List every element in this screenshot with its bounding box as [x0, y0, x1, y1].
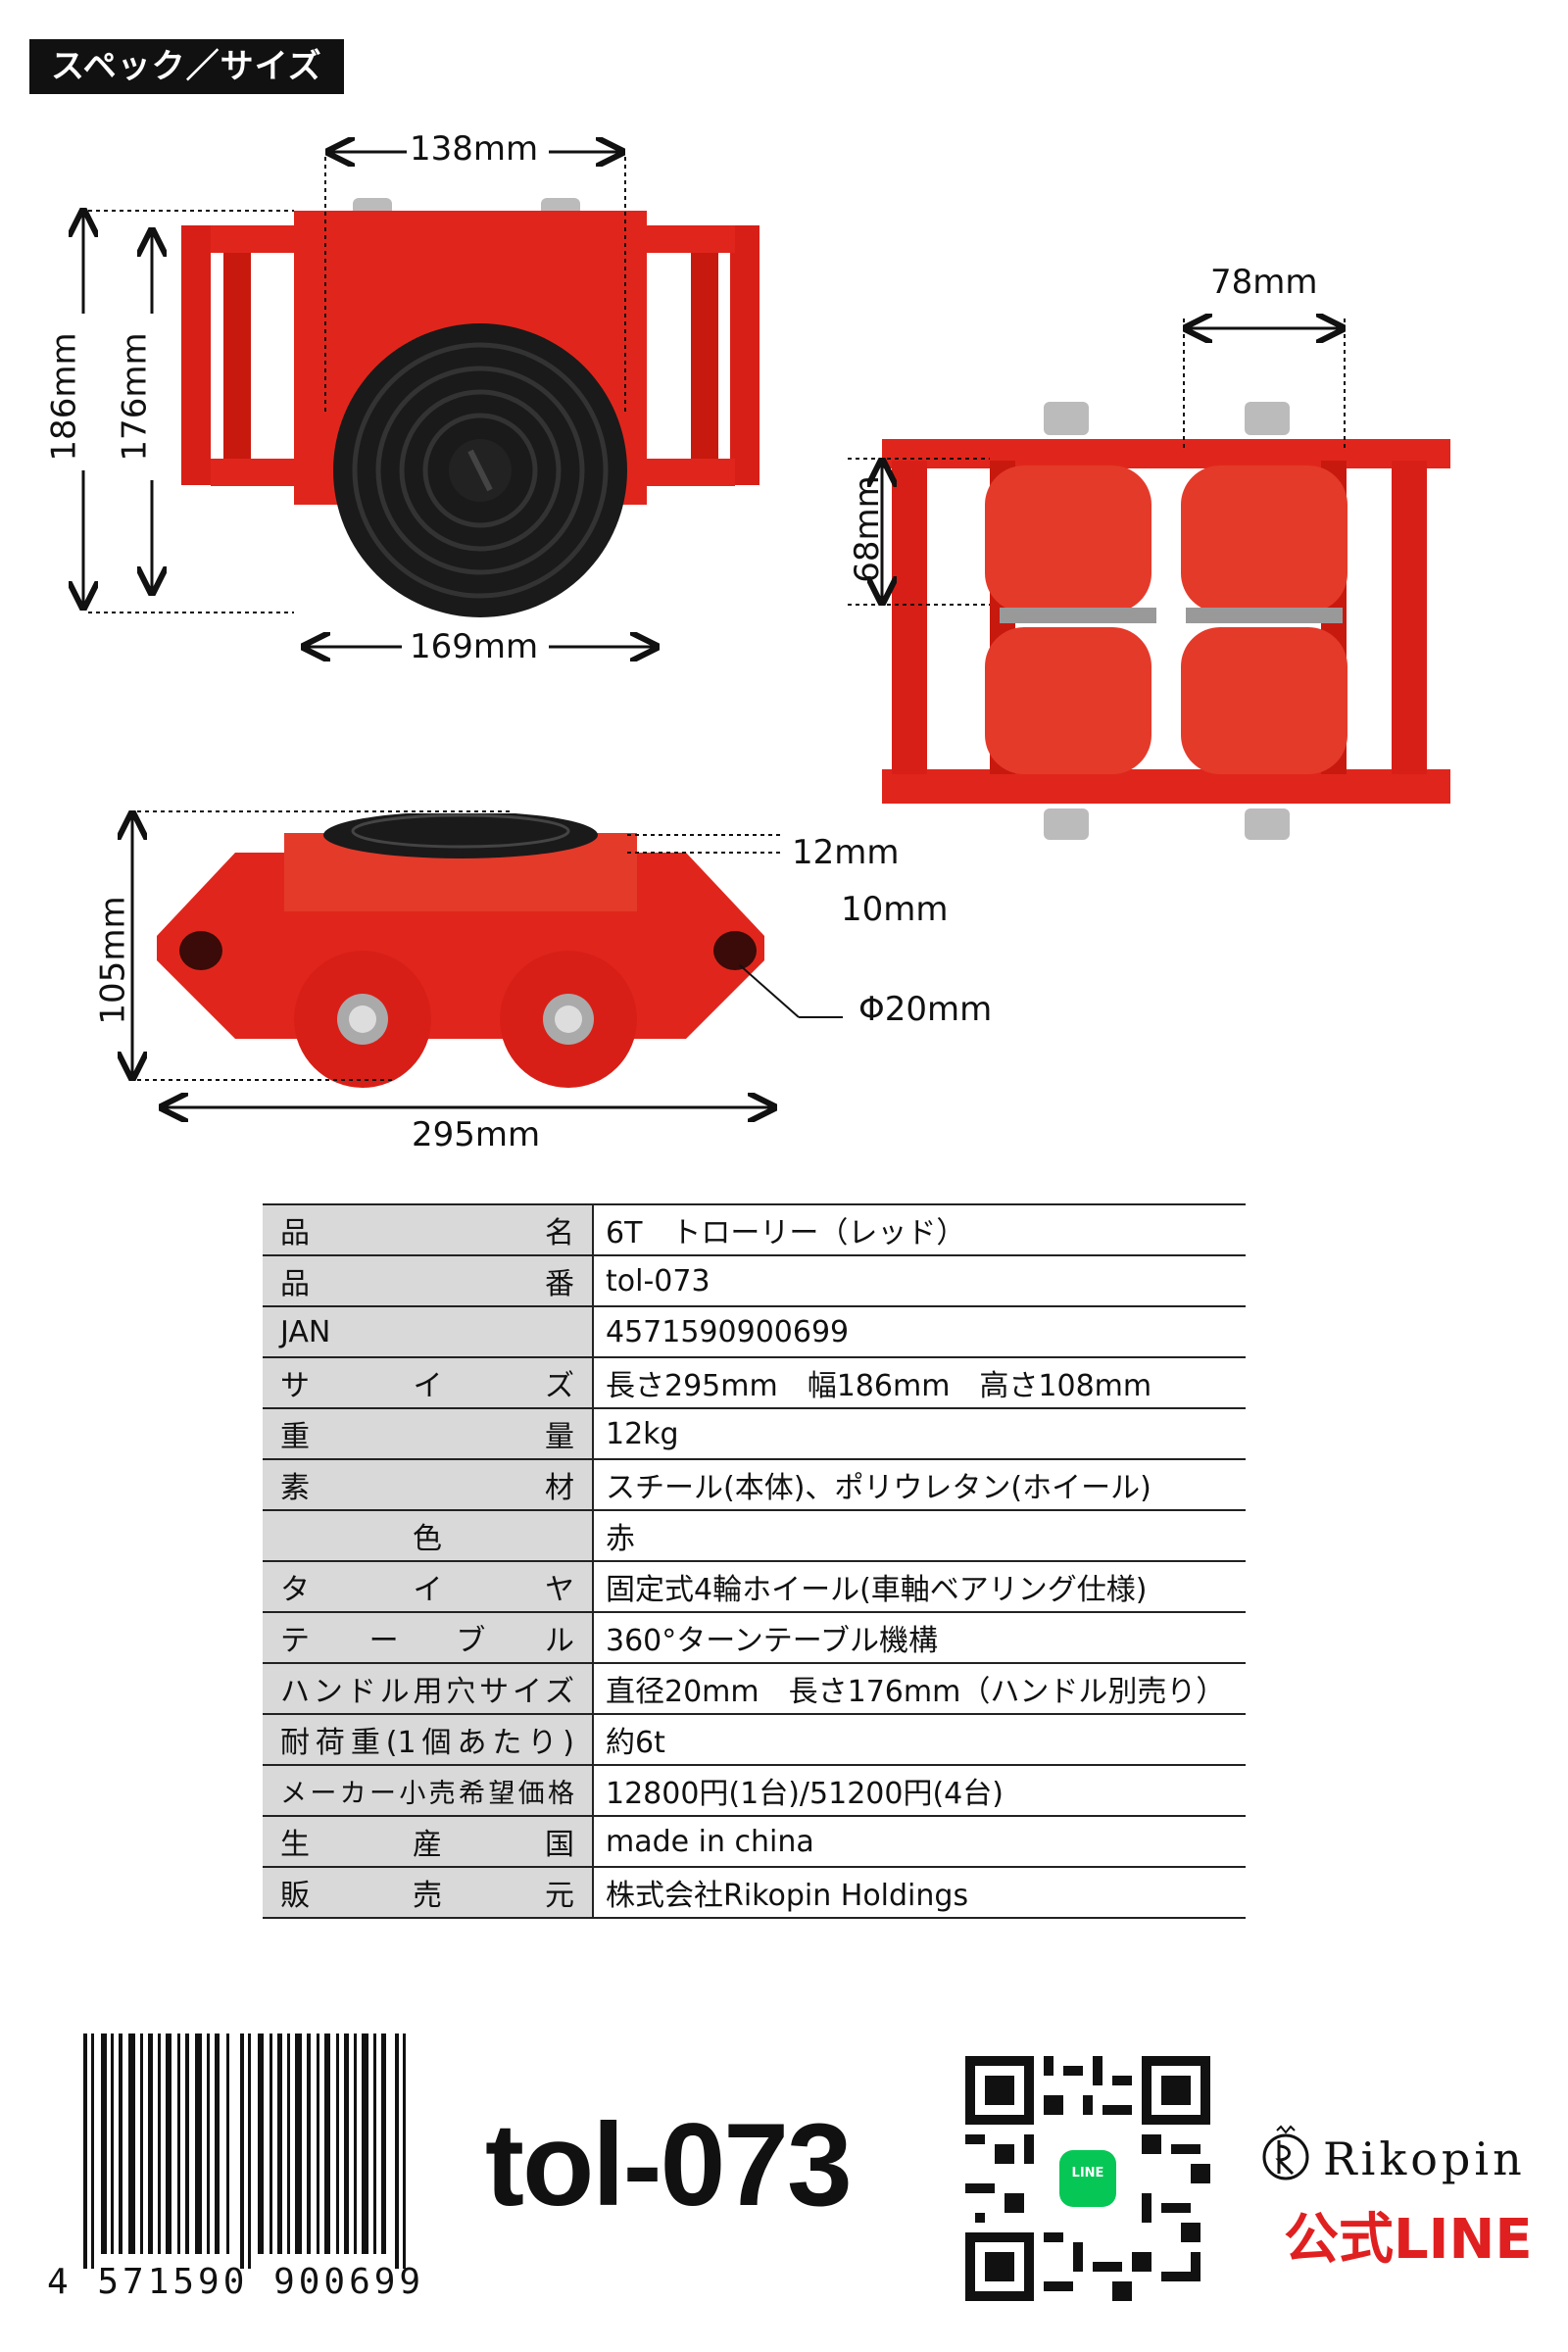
top-view-dimensions — [0, 118, 784, 686]
spec-value: 固定式4輪ホイール(車軸ベアリング仕様) — [593, 1560, 1246, 1612]
spec-value: 株式会社Rikopin Holdings — [593, 1866, 1246, 1919]
spec-label: 素材 — [263, 1458, 594, 1510]
spec-label: JAN — [263, 1305, 594, 1357]
spec-label: 重量 — [263, 1407, 594, 1459]
spec-value: 約6t — [593, 1713, 1246, 1765]
side-view-dimensions — [98, 810, 784, 1081]
line-badge: LINE — [1071, 2166, 1104, 2180]
barcode-digits: 4 571590 900699 — [47, 2262, 425, 2302]
spec-value: 12800円(1台)/51200円(4台) — [593, 1764, 1246, 1816]
spec-label: メーカー小売希望価格 — [263, 1764, 594, 1816]
dim-side-height: 105mm — [93, 896, 133, 1025]
dim-inner-height: 176mm — [115, 332, 155, 462]
dim-bottom-width: 169mm — [410, 627, 539, 666]
bottom-view-dimensions — [848, 294, 1346, 606]
spec-label: 耐荷重(1個あたり) — [263, 1713, 594, 1765]
part-number-large: tol-073 — [485, 2099, 853, 2230]
spec-label: 生産国 — [263, 1815, 594, 1867]
official-line-label[interactable]: 公式LINE — [1284, 2208, 1533, 2272]
spec-label: ハンドル用穴サイズ — [263, 1662, 594, 1714]
spec-value: 赤 — [593, 1509, 1246, 1561]
spec-value: 360°ターンテーブル機構 — [593, 1611, 1246, 1663]
dim-hole-diameter: Φ20mm — [858, 990, 993, 1029]
spec-label: 品番 — [263, 1254, 594, 1306]
spec-label: テーブル — [263, 1611, 594, 1663]
spec-value: 直径20mm 長さ176mm（ハンドル別売り） — [593, 1662, 1246, 1714]
table-row: 色赤 — [263, 1509, 1246, 1561]
section-header: スペック／サイズ — [29, 39, 344, 94]
dim-plate-thickness: 10mm — [841, 890, 949, 929]
brand-name: Rikopin — [1323, 2132, 1526, 2185]
spec-value: スチール(本体)、ポリウレタン(ホイール) — [593, 1458, 1246, 1510]
table-row: ハンドル用穴サイズ直径20mm 長さ176mm（ハンドル別売り） — [263, 1662, 1246, 1714]
bottom-view-diagram — [882, 402, 1450, 840]
spec-label: 販売元 — [263, 1866, 594, 1919]
table-row: 耐荷重(1個あたり)約6t — [263, 1713, 1246, 1765]
spec-value: 6T トローリー（レッド） — [593, 1203, 1246, 1255]
spec-value: 4571590900699 — [593, 1305, 1246, 1357]
dim-wheel-height: 68mm — [847, 475, 887, 583]
spec-value: tol-073 — [593, 1254, 1246, 1306]
spec-label: サイズ — [263, 1356, 594, 1408]
dim-top-width: 138mm — [410, 129, 539, 169]
side-view-dimensions-2 — [59, 964, 843, 1156]
spec-value: 長さ295mm 幅186mm 高さ108mm — [593, 1356, 1246, 1408]
table-row: タイヤ固定式4輪ホイール(車軸ベアリング仕様) — [263, 1560, 1246, 1612]
spec-label: タイヤ — [263, 1560, 594, 1612]
top-view-turntable — [333, 323, 627, 617]
spec-label: 品名 — [263, 1203, 594, 1255]
dim-length: 295mm — [412, 1115, 541, 1154]
qr-code[interactable] — [965, 2056, 1210, 2301]
rikopin-logo-icon — [1262, 2125, 1309, 2180]
dim-outer-height: 186mm — [44, 332, 84, 462]
side-view-diagram — [157, 813, 764, 1088]
table-row: サイズ長さ295mm 幅186mm 高さ108mm — [263, 1356, 1246, 1408]
table-row: 販売元株式会社Rikopin Holdings — [263, 1866, 1246, 1919]
spec-value: 12kg — [593, 1407, 1246, 1459]
barcode — [83, 2034, 406, 2269]
dim-wheel-pair-width: 78mm — [1210, 263, 1318, 302]
dim-turntable-thickness: 12mm — [792, 833, 900, 872]
spec-value: made in china — [593, 1815, 1246, 1867]
spec-label: 色 — [263, 1509, 594, 1561]
table-row: 素材スチール(本体)、ポリウレタン(ホイール) — [263, 1458, 1246, 1510]
